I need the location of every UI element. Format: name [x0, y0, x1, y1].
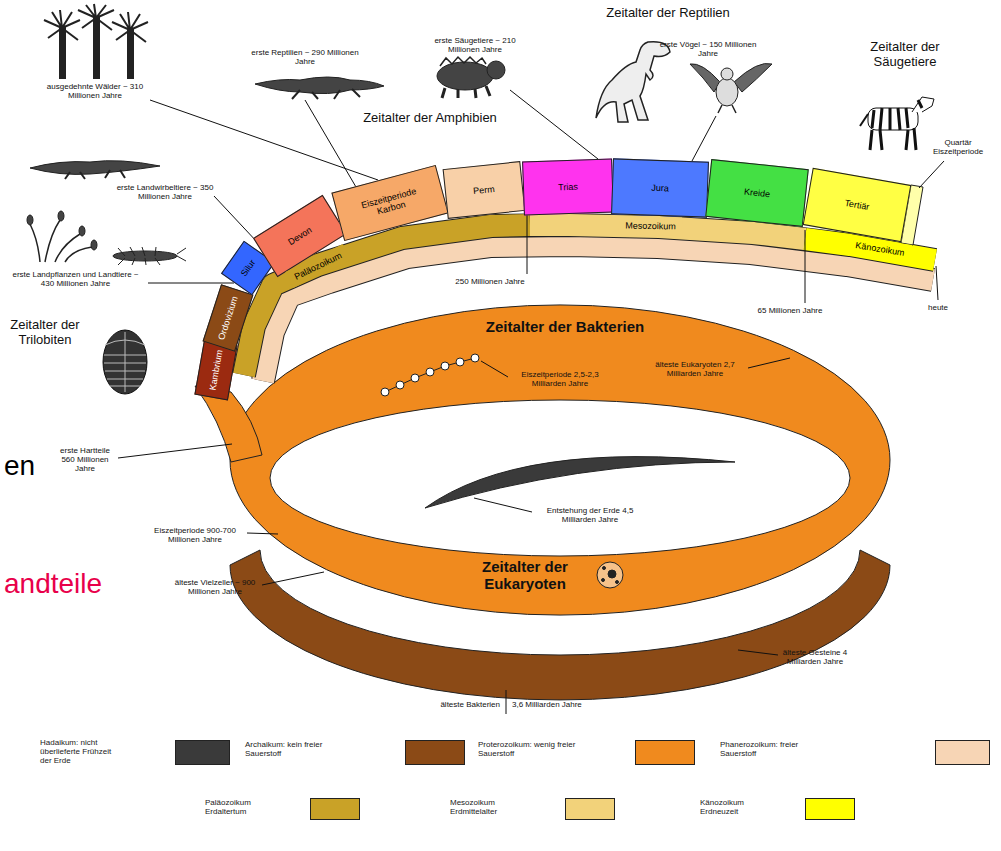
legend-text: Mesozoikum Erdmittelalter — [450, 798, 522, 816]
segment-text: Jura — [651, 183, 669, 194]
annotation-label: Quartär Eiszeitperiode — [923, 138, 993, 156]
phanerozoikum-band — [263, 245, 933, 381]
era-band-outline — [244, 225, 935, 375]
segment-text: Kreide — [744, 186, 771, 199]
legend-swatch — [310, 798, 360, 820]
era-title: Zeitalter der Reptilien — [558, 6, 778, 21]
period-segment: Kreide — [705, 159, 809, 227]
era-title: Zeitalter der Trilobiten — [5, 318, 85, 348]
bacteria-chain — [381, 354, 479, 396]
segment-text: Silur — [239, 258, 258, 279]
legend-text: Archaikum: kein freier Sauerstoff — [245, 740, 345, 758]
legend-swatch — [935, 740, 990, 765]
legend-swatch — [405, 740, 465, 765]
proterozoikum-band — [230, 305, 890, 615]
mammal-illustration — [437, 57, 505, 98]
era-title: Zeitalter der Eukaryoten — [440, 558, 610, 593]
cell-illustration — [597, 562, 623, 588]
amphibian-illustration — [30, 161, 160, 179]
period-segment: Tertiär — [803, 168, 912, 242]
segment-text: Ordovizium — [216, 295, 240, 341]
legend-text: Paläozoikum Erdaltertum — [205, 798, 267, 816]
zebra-illustration — [860, 97, 934, 150]
dinosaur-illustration — [596, 42, 670, 122]
annotation-label: Eiszeitperiode 2,5-2,3 Milliarden Jahre — [510, 370, 610, 388]
archaikum-band — [230, 550, 890, 700]
legend-text: Proterozoikum: wenig freier Sauerstoff — [478, 740, 584, 758]
segment-text: Devon — [286, 225, 314, 248]
annotation-label: erste Landwirbeltiere ~ 350 Millionen Ja… — [115, 183, 215, 201]
segment-text: Perm — [473, 184, 495, 197]
bird-illustration — [690, 63, 772, 113]
period-segment: Ordovizium — [203, 284, 254, 352]
era-title: Zeitalter der Bakterien — [480, 318, 650, 335]
annotation-label: Entstehung der Erde 4,5 Milliarden Jahre — [535, 506, 645, 524]
annotation-label: älteste Gesteine 4 Milliarden Jahre — [765, 648, 865, 666]
era-band: Känozoikum — [848, 235, 912, 262]
hadaikum-crescent — [425, 457, 735, 508]
insect-illustration — [113, 247, 186, 265]
legend-swatch — [635, 740, 695, 765]
period-segment: EiszeitperiodeKarbon — [331, 165, 448, 241]
plant-illustration — [27, 211, 97, 262]
slide-text-fragment: en — [4, 450, 64, 482]
segment-text: Känozoikum — [855, 240, 906, 258]
trilobite-illustration — [103, 330, 147, 394]
legend-text: Phanerozoikum: freier Sauerstoff — [720, 740, 815, 758]
period-segment: Trias — [522, 158, 614, 215]
segment-text: Kambrium — [207, 349, 224, 391]
slide-text-fragment: andteile — [4, 568, 154, 600]
annotation-label: erste Vögel ~ 150 Millionen Jahre — [658, 40, 758, 58]
annotation-label: älteste Bakterien — [400, 700, 500, 709]
annotation-label: älteste Vielzeller ~ 900 Millionen Jahre — [160, 578, 270, 596]
legend-swatch — [175, 740, 230, 765]
legend-swatch — [805, 798, 855, 820]
period-segment: Jura — [611, 158, 709, 217]
segment-text: Trias — [558, 181, 578, 192]
annotation-label: 65 Millionen Jahre — [735, 306, 845, 315]
segment-text: Mesozoikum — [625, 220, 676, 231]
annotation-label: Eiszeitperiode 900-700 Millionen Jahre — [140, 526, 250, 544]
annotation-label: erste Hartteile 560 Millionen Jahre — [54, 446, 116, 474]
reptile-illustration — [255, 77, 384, 99]
legend-text: Känozoikum Erdneuzeit — [700, 798, 762, 816]
spiral-connection — [195, 386, 262, 462]
annotation-label: älteste Eukaryoten 2,7 Milliarden Jahre — [640, 360, 750, 378]
legend-text: Hadaikum: nicht überlieferte Frühzeit de… — [40, 738, 120, 766]
annotation-label: heute — [918, 303, 958, 312]
period-segment: Perm — [443, 161, 526, 219]
annotation-label: erste Landpflanzen und Landtiere ~ 430 M… — [8, 270, 143, 288]
annotation-label: erste Säugetiere ~ 210 Millionen Jahre — [425, 36, 525, 54]
phanerozoikum-band-outline — [263, 245, 933, 381]
tree-illustration — [44, 4, 148, 78]
annotation-label: ausgedehnte Wälder ~ 310 Millionen Jahre — [40, 82, 150, 100]
segment-text: Tertiär — [844, 198, 870, 213]
legend-swatch — [565, 798, 615, 820]
era-title: Zeitalter der Amphibien — [330, 111, 530, 126]
annotation-label: erste Reptilien ~ 290 Millionen Jahre — [250, 48, 360, 66]
annotation-label: 250 Millionen Jahre — [435, 277, 545, 286]
leader-lines — [118, 90, 944, 714]
annotation-label: 3,6 Milliarden Jahre — [512, 700, 622, 709]
era-title: Zeitalter der Säugetiere — [850, 40, 960, 70]
era-band: Mesozoikum — [618, 216, 681, 235]
kaenozoikum-band — [805, 239, 935, 260]
